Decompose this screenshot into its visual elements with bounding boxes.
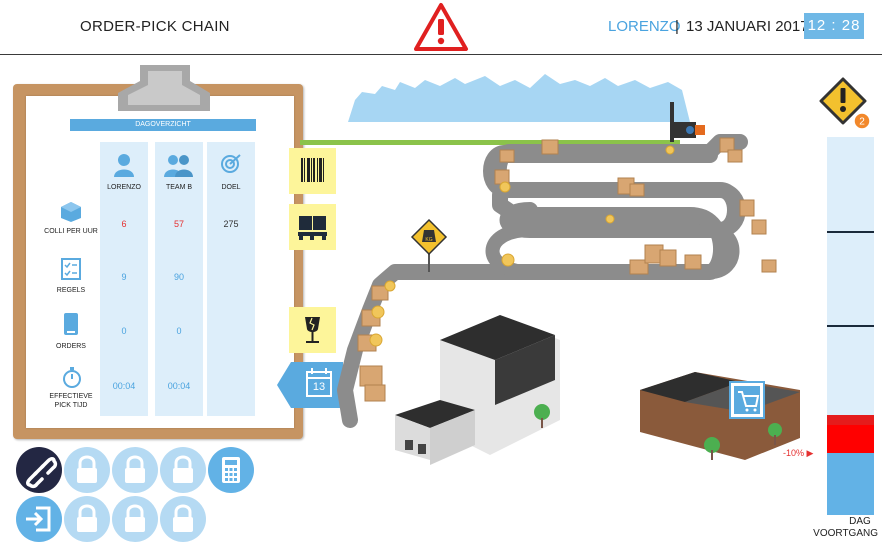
order-icon — [64, 313, 78, 335]
row-label: COLLI PER UUR — [44, 228, 98, 235]
lock-icon — [125, 504, 145, 532]
column-lorenzo — [100, 142, 148, 416]
row-label: EFFECTIEVE PICK TIJD — [49, 393, 93, 409]
locked-button[interactable] — [160, 447, 206, 493]
coins — [369, 145, 675, 347]
page-title: ORDER-PICK CHAIN — [80, 18, 230, 35]
value-cell: 6 — [121, 219, 127, 229]
skyline — [348, 74, 690, 122]
value-cell: 275 — [223, 219, 239, 229]
row-label: REGELS — [56, 287, 86, 294]
column-header: TEAM B — [165, 184, 193, 191]
team-icon — [164, 155, 193, 177]
alert-warning-icon[interactable] — [413, 2, 469, 52]
tab-pallet[interactable] — [289, 204, 336, 250]
locked-button[interactable] — [112, 496, 158, 542]
tab-fragile[interactable] — [289, 307, 336, 353]
value-cell: 00:04 — [167, 381, 191, 391]
notification-count: 2 — [859, 117, 865, 128]
header-divider — [0, 54, 882, 55]
progress-label-line2: VOORTGANG — [813, 528, 878, 539]
overview-title: DAGOVERZICHT — [70, 119, 256, 131]
stopwatch-icon — [63, 367, 81, 388]
value-cell: 0 — [121, 326, 127, 336]
lock-icon — [77, 455, 97, 483]
header-separator: | — [675, 18, 679, 35]
value-cell: 90 — [173, 272, 184, 282]
link-button[interactable] — [16, 447, 62, 493]
locked-button[interactable] — [112, 447, 158, 493]
column-doel — [207, 142, 255, 416]
progress-deviation: -10% ▶ — [783, 448, 814, 458]
package-boxes — [357, 137, 777, 402]
lock-icon — [173, 455, 193, 483]
locked-button[interactable] — [64, 447, 110, 493]
day-progress-bar — [827, 137, 874, 515]
warehouse-scene: KG — [300, 74, 800, 465]
locked-button[interactable] — [160, 496, 206, 542]
box-icon — [61, 202, 81, 222]
progress-marker — [827, 325, 874, 327]
checklist-icon — [61, 258, 81, 280]
value-cell: 57 — [173, 219, 184, 229]
progress-deficit — [827, 425, 874, 453]
warehouse-building — [395, 315, 560, 465]
weight-sign-label: KG — [425, 237, 432, 243]
link-icon — [26, 457, 58, 489]
logout-icon — [26, 506, 51, 532]
tab-barcode[interactable] — [289, 148, 336, 194]
user-icon — [114, 154, 134, 177]
store-building — [640, 372, 800, 460]
column-header: DOEL — [221, 184, 241, 191]
progress-fill — [827, 453, 874, 515]
tab-calendar[interactable]: 13 — [277, 362, 343, 408]
progress-label-line1: DAG — [849, 516, 871, 527]
pallet-icon — [298, 216, 327, 240]
locked-button[interactable] — [64, 496, 110, 542]
progress-target-marker — [827, 415, 874, 425]
clipboard-clip — [118, 65, 210, 111]
lock-icon — [125, 455, 145, 483]
lock-icon — [173, 504, 193, 532]
value-cell: 00:04 — [112, 381, 136, 391]
column-team-b — [155, 142, 203, 416]
calendar-tab-bg — [277, 362, 343, 408]
weight-sign: KG — [410, 218, 448, 272]
value-cell: 0 — [176, 326, 182, 336]
current-date: 13 JANUARI 2017 — [686, 18, 809, 35]
calendar-day: 13 — [312, 381, 326, 393]
row-label: ORDERS — [56, 343, 86, 350]
lock-icon — [77, 504, 97, 532]
fragile-glass-icon — [305, 317, 320, 343]
calculator-icon — [222, 457, 240, 483]
progress-marker — [827, 231, 874, 233]
value-cell: 9 — [121, 272, 127, 282]
logout-button[interactable] — [16, 496, 62, 542]
barcode-icon — [301, 158, 324, 182]
column-header: LORENZO — [107, 184, 141, 191]
target-icon — [221, 154, 241, 173]
warning-notification-icon[interactable]: 2 — [818, 77, 870, 129]
clock: 12 : 28 — [804, 13, 864, 39]
calculator-button[interactable] — [208, 447, 254, 493]
green-line — [300, 140, 680, 145]
forklift — [670, 102, 705, 142]
user-name: LORENZO — [608, 18, 681, 35]
